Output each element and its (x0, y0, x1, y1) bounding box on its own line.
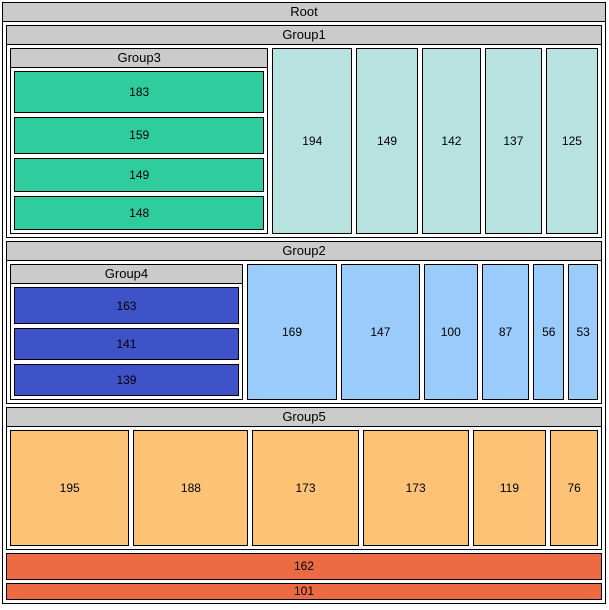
treemap-cell-group5-173[interactable]: 173 (362, 430, 469, 546)
treemap-cell-group1-137[interactable]: 137 (484, 48, 542, 235)
group-header-group2[interactable]: Group2 (7, 242, 601, 262)
group-header-root[interactable]: Root (3, 3, 605, 22)
treemap-cell-group3-149[interactable]: 149 (14, 157, 265, 193)
treemap-cell-group3-159[interactable]: 159 (14, 116, 265, 154)
treemap-cell-root-101[interactable]: 101 (6, 582, 602, 600)
treemap-cell-group5-76[interactable]: 76 (550, 430, 598, 546)
group-header-group3[interactable]: Group3 (11, 49, 268, 68)
treemap-cell-group3-148[interactable]: 148 (14, 196, 265, 231)
treemap-cell-group2-169[interactable]: 169 (246, 264, 338, 401)
treemap-cell-group3-183[interactable]: 183 (14, 71, 265, 113)
treemap-cell-group4-141[interactable]: 141 (14, 328, 239, 361)
treemap-cell-group4-163[interactable]: 163 (14, 287, 239, 325)
treemap-cell-group2-87[interactable]: 87 (481, 264, 530, 401)
treemap-cell-group5-195[interactable]: 195 (10, 430, 130, 546)
treemap-cell-group5-173[interactable]: 173 (252, 430, 359, 546)
treemap-cell-group1-125[interactable]: 125 (545, 48, 598, 235)
group-header-group4[interactable]: Group4 (11, 265, 242, 285)
group-header-group1[interactable]: Group1 (7, 26, 601, 45)
treemap-cell-group1-142[interactable]: 142 (421, 48, 481, 235)
treemap-cell-group2-56[interactable]: 56 (533, 264, 565, 401)
treemap-cell-group2-53[interactable]: 53 (568, 264, 598, 401)
treemap-cell-group5-119[interactable]: 119 (472, 430, 547, 546)
group-header-group5[interactable]: Group5 (7, 408, 601, 428)
treemap-cell-group1-149[interactable]: 149 (356, 48, 418, 235)
treemap-cell-group2-100[interactable]: 100 (423, 264, 478, 401)
treemap-cell-group5-188[interactable]: 188 (133, 430, 249, 546)
treemap-cell-group1-194[interactable]: 194 (272, 48, 353, 235)
treemap-cell-group4-139[interactable]: 139 (14, 364, 239, 397)
treemap-cell-group2-147[interactable]: 147 (341, 264, 420, 401)
treemap-cell-root-162[interactable]: 162 (6, 552, 602, 580)
